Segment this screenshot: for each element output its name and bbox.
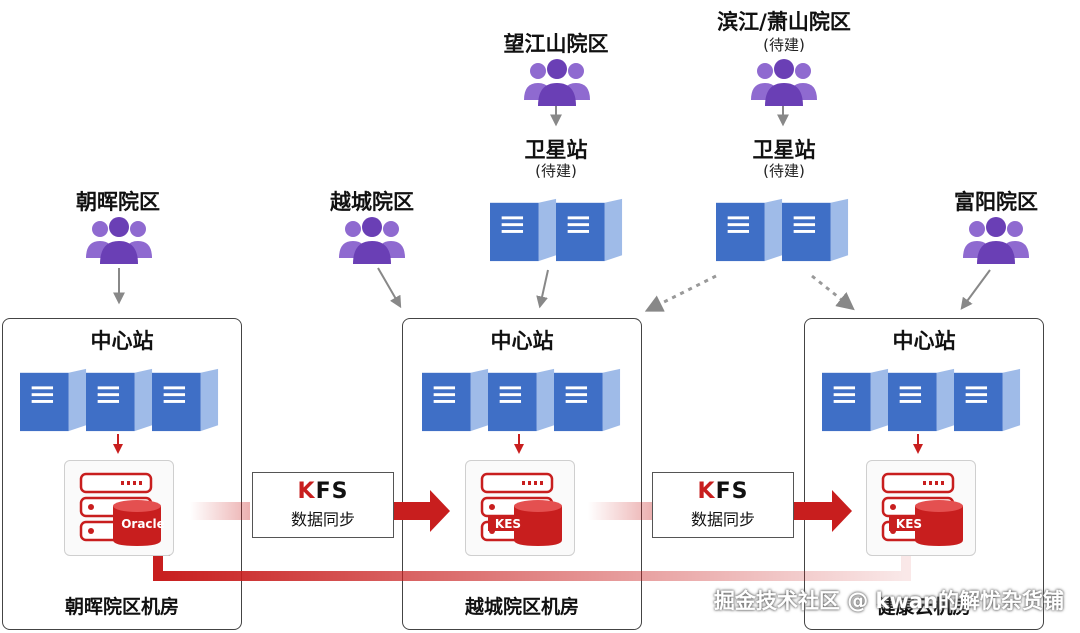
database-icon [77,471,167,547]
people-icon [84,214,154,264]
database-label: KES [889,517,929,531]
people-icon [961,214,1031,264]
kfs-title: KFS [697,479,749,504]
server-icon [488,368,556,432]
server-icon [716,198,784,262]
people-icon [749,56,819,106]
site-name-fuyang: 富阳院区 [954,190,1038,214]
kfs-label: 数据同步 [690,510,755,529]
server-icon [422,368,490,432]
room-footer: 越城院区机房 [464,596,579,618]
database-label: Oracle [121,517,165,531]
server-icon [152,368,220,432]
server-icon [954,368,1022,432]
kfs-title: KFS [297,479,349,504]
center-station-label: 中心站 [490,329,554,353]
server-icon [20,368,88,432]
room-footer: 健康云机房 [876,596,972,618]
kfs-sync-box: KFS 数据同步 [252,472,394,538]
kfs-sync-box: KFS 数据同步 [652,472,794,538]
server-icon [556,198,624,262]
site-name-wangjiangshan: 望江山院区 [503,32,609,56]
site-name-binjiang: 滨江/萧山院区 [717,10,851,34]
server-icon [554,368,622,432]
site-name-yuecheng: 越城院区 [330,190,414,214]
room-footer: 朝晖院区机房 [64,596,179,618]
satellite-station-note: (待建) [535,162,577,180]
center-station-label: 中心站 [90,329,154,353]
satellite-station-label: 卫星站 [524,138,588,162]
server-icon [782,198,850,262]
satellite-station-label: 卫星站 [752,138,816,162]
server-icon [490,198,558,262]
database-box-kes-yuecheng: KES [465,460,575,556]
people-icon [522,56,592,106]
database-box-oracle: Oracle [64,460,174,556]
site-name-chaohui: 朝晖院区 [76,190,160,214]
server-icon [86,368,154,432]
people-icon [337,214,407,264]
server-icon [822,368,890,432]
satellite-station-note: (待建) [763,162,805,180]
server-icon [888,368,956,432]
database-label: KES [488,517,528,531]
database-icon [879,471,969,547]
kfs-label: 数据同步 [290,510,355,529]
database-icon [478,471,568,547]
database-box-kes-health-cloud: KES [866,460,976,556]
site-note-binjiang: (待建) [763,36,805,54]
watermark: 掘金技术社区 @ kwan的解忧杂货铺 [713,589,1064,613]
center-station-label: 中心站 [892,329,956,353]
